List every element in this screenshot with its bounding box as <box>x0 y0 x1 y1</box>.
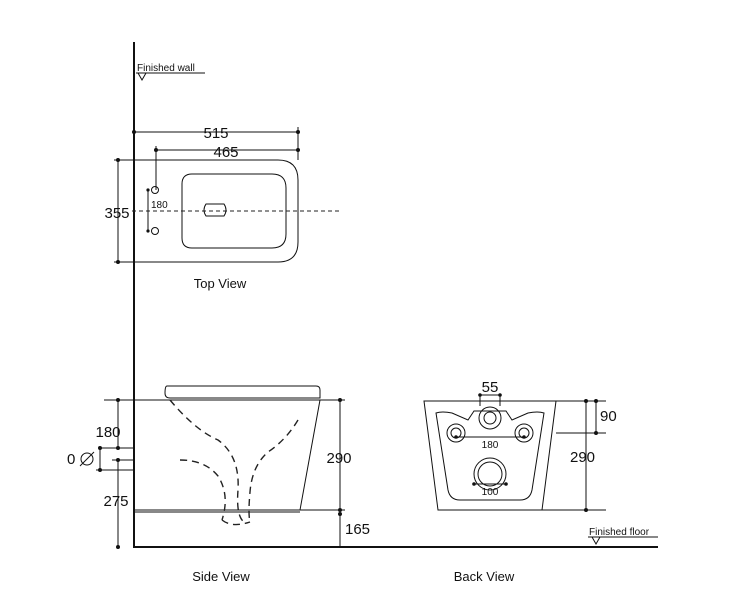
top-view-label: Top View <box>194 276 247 291</box>
top-view-drain <box>203 203 227 217</box>
dim-outlet-height: 275 <box>103 493 128 510</box>
dim-inlet-spacing-top: 180 <box>151 200 168 211</box>
mounting-hole-bottom <box>151 227 159 235</box>
dim-overall-length: 515 <box>203 125 228 142</box>
dim-inlet-diameter: 55 <box>482 379 499 396</box>
back-view-bolt-left <box>446 423 466 443</box>
top-view: 515 465 355 180 Top View <box>104 125 340 291</box>
finished-wall-marker: Finished wall <box>136 63 205 82</box>
dim-rim-to-floor: 165 <box>345 521 370 538</box>
side-view: 180 0 275 290 165 Side View <box>67 385 370 584</box>
back-view-outlet <box>473 457 507 491</box>
dim-side-height: 290 <box>326 450 351 467</box>
dim-width: 355 <box>104 205 129 222</box>
side-view-lid <box>164 385 321 399</box>
finished-floor-marker: Finished floor <box>588 527 658 546</box>
back-view-label: Back View <box>454 569 515 584</box>
top-view-outline <box>134 159 299 263</box>
finished-wall-label: Finished wall <box>137 63 195 74</box>
top-view-bowl-opening <box>181 173 287 249</box>
mounting-hole-top <box>151 186 159 194</box>
dim-back-height: 290 <box>570 449 595 466</box>
back-view-inlet <box>478 406 502 430</box>
dim-bolt-spacing: 180 <box>482 440 499 451</box>
side-view-trapway <box>169 399 245 523</box>
dim-inlet-spacing-side: 180 <box>95 424 120 441</box>
dim-outlet-prefix: 0 <box>67 451 75 468</box>
dim-outlet-width: 100 <box>482 487 499 498</box>
side-view-body <box>134 399 321 511</box>
back-view-recess <box>435 410 545 501</box>
diameter-symbol-icon <box>79 451 95 467</box>
back-view: 55 180 100 90 290 Back View <box>423 379 617 584</box>
dim-bowl-length: 465 <box>213 144 238 161</box>
side-view-label: Side View <box>192 569 250 584</box>
back-view-bolt-right <box>514 423 534 443</box>
dim-top-offset: 90 <box>600 408 617 425</box>
finished-floor-label: Finished floor <box>589 527 650 538</box>
